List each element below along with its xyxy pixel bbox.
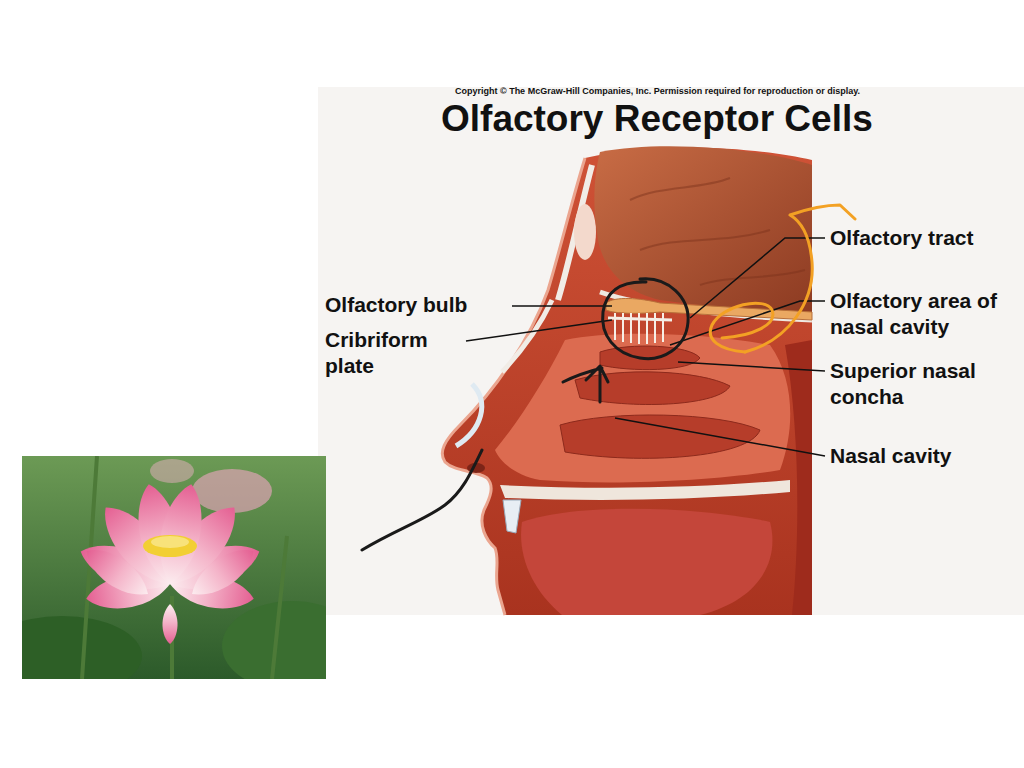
hard-palate <box>500 480 790 500</box>
leader-line <box>615 418 825 456</box>
inferior-concha <box>560 415 760 458</box>
leader-line <box>512 305 612 307</box>
tooth <box>503 500 521 533</box>
lotus-photo <box>22 456 326 679</box>
part-label: Olfactory area of nasal cavity <box>830 288 1015 340</box>
blurred-flower <box>192 469 272 513</box>
part-label: Olfactory bulb <box>325 292 467 318</box>
tongue <box>521 509 772 615</box>
petal <box>78 539 156 605</box>
cribriform-plate <box>608 318 672 320</box>
part-label: Nasal cavity <box>830 443 951 469</box>
seed-pod <box>143 535 197 557</box>
leader-line <box>466 320 612 341</box>
leader-lines <box>466 238 825 456</box>
black-arrow <box>563 366 608 402</box>
petal <box>151 480 210 588</box>
blurred-flower <box>150 459 194 483</box>
lotus-flower <box>75 480 266 644</box>
black-curve <box>362 450 482 550</box>
leader-line <box>678 362 825 371</box>
part-label: Cribriform plate <box>325 327 465 379</box>
middle-concha <box>575 372 730 405</box>
seed-pod-top <box>151 536 189 548</box>
brain-fold <box>630 178 805 285</box>
annotations <box>362 205 855 550</box>
frontal-sinus <box>574 204 596 260</box>
part-label: Olfactory tract <box>830 225 974 251</box>
head-section <box>442 146 812 615</box>
nasal-bone <box>502 300 552 372</box>
black-circle <box>603 279 689 359</box>
copyright-note: Copyright © The McGraw-Hill Companies, I… <box>455 86 860 97</box>
pharynx <box>785 340 812 615</box>
panel-ground <box>318 87 1024 615</box>
diagram-title: Olfactory Receptor Cells <box>441 98 873 140</box>
petal <box>184 539 262 605</box>
brain <box>594 146 812 312</box>
nasal-cavity <box>495 334 790 483</box>
part-label: Superior nasal concha <box>830 358 1015 410</box>
petal <box>162 604 177 644</box>
nasal-cartilage <box>456 384 482 446</box>
